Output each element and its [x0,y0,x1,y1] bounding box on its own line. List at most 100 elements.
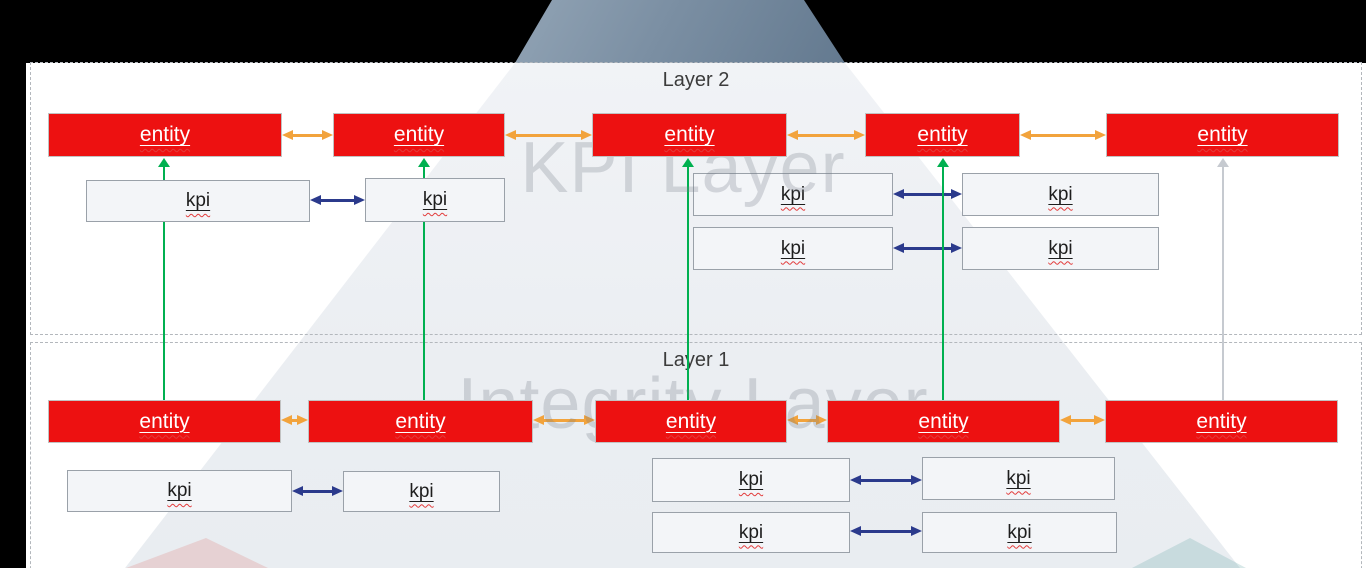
entity-box-label: entity [918,410,968,434]
entity-box-label: entity [1197,123,1247,147]
blue-double-arrow-left-head [850,526,861,536]
kpi-box: kpi [652,512,850,553]
connector-arrowhead [937,158,949,167]
spellcheck-text: kpi [780,183,806,205]
blue-double-arrow-left-head [292,486,303,496]
kpi-box-label: kpi [167,480,191,502]
vertical-connector [1222,165,1224,407]
layer2-title: Layer 2 [662,69,730,91]
blue-double-arrow-right-head [332,486,343,496]
spellcheck-text: entity [918,409,969,433]
kpi-box: kpi [922,512,1117,553]
layer1-container: Layer 1 [30,342,1362,568]
spellcheck-text: kpi [1048,183,1073,205]
kpi-box: kpi [693,227,893,270]
spellcheck-text: kpi [780,237,806,259]
orange-double-arrow [795,419,819,422]
orange-double-arrow [1068,419,1097,422]
kpi-box-label: kpi [781,238,805,260]
orange-double-arrow-left-head [787,130,798,140]
spellcheck-text: kpi [167,480,192,501]
spellcheck-text: entity [664,123,715,146]
entity-box: entity [48,113,282,157]
blue-double-arrow-right-head [951,189,962,199]
orange-double-arrow [289,419,300,422]
connector-arrowhead [1217,158,1229,167]
entity-box: entity [1106,113,1339,157]
spellcheck-text: kpi [409,480,434,502]
kpi-box-label: kpi [781,184,805,206]
kpi-box: kpi [962,227,1159,270]
kpi-box-label: kpi [1007,522,1031,544]
blue-double-arrow-left-head [893,189,904,199]
blue-double-arrow-right-head [911,526,922,536]
connector-arrowhead [418,158,430,167]
kpi-box-label: kpi [739,522,763,544]
spellcheck-text: kpi [738,469,764,490]
vertical-connector [687,165,689,400]
left-black-band [0,0,26,568]
kpi-box-label: kpi [409,481,433,503]
kpi-box: kpi [962,173,1159,216]
entity-box-label: entity [395,410,445,434]
blue-double-arrow [300,490,335,493]
kpi-box: kpi [652,458,850,502]
entity-box: entity [827,400,1060,443]
vertical-connector [423,165,425,400]
spellcheck-text: entity [665,409,717,433]
entity-box-label: entity [666,410,716,434]
spellcheck-text: entity [1197,123,1248,146]
orange-double-arrow [1028,134,1098,137]
pyramid-apex [515,0,845,63]
blue-double-arrow [901,247,954,250]
vertical-connector [942,165,944,400]
layer2-container: Layer 2 [30,62,1362,335]
orange-double-arrow-left-head [533,415,544,425]
orange-double-arrow [513,134,584,137]
kpi-box: kpi [86,180,310,222]
orange-double-arrow-right-head [1095,130,1106,140]
kpi-box: kpi [67,470,292,512]
blue-double-arrow-left-head [310,195,321,205]
blue-double-arrow-right-head [951,243,962,253]
entity-box-label: entity [917,123,967,147]
orange-double-arrow-left-head [281,415,292,425]
orange-double-arrow-right-head [581,130,592,140]
orange-double-arrow [290,134,325,137]
kpi-box: kpi [922,457,1115,500]
spellcheck-text: entity [395,409,446,433]
spellcheck-text: kpi [1048,237,1073,259]
entity-box: entity [595,400,787,443]
spellcheck-text: entity [1196,409,1247,433]
blue-double-arrow [858,530,914,533]
entity-box: entity [592,113,787,157]
kpi-box-label: kpi [1048,238,1072,260]
spellcheck-text: kpi [738,521,764,543]
entity-box-label: entity [664,123,714,147]
orange-double-arrow-right-head [816,415,827,425]
kpi-box-label: kpi [186,190,210,212]
orange-double-arrow-right-head [584,415,595,425]
orange-double-arrow-right-head [1094,415,1105,425]
blue-double-arrow [901,193,954,196]
spellcheck-text: kpi [185,190,211,211]
spellcheck-text: entity [139,123,191,146]
orange-double-arrow-right-head [854,130,865,140]
kpi-box: kpi [343,471,500,512]
entity-box: entity [308,400,533,443]
spellcheck-text: kpi [1006,467,1031,489]
blue-double-arrow-left-head [893,243,904,253]
entity-box-label: entity [394,123,444,147]
orange-double-arrow-left-head [1060,415,1071,425]
orange-double-arrow [541,419,587,422]
spellcheck-text: entity [139,409,190,433]
orange-double-arrow-right-head [322,130,333,140]
blue-double-arrow-right-head [911,475,922,485]
orange-double-arrow-left-head [787,415,798,425]
entity-box-label: entity [139,410,189,434]
orange-double-arrow-left-head [1020,130,1031,140]
kpi-box-label: kpi [1048,184,1072,206]
entity-box-label: entity [140,123,190,147]
connector-arrowhead [682,158,694,167]
